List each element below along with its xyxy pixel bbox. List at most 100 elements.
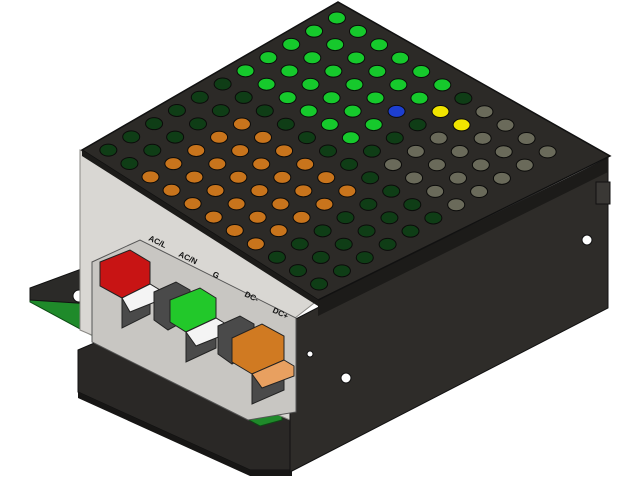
ventilation-hole <box>229 170 248 184</box>
ventilation-hole <box>391 51 410 65</box>
ventilation-hole <box>248 210 267 224</box>
ventilation-hole <box>141 170 160 184</box>
ventilation-hole <box>267 250 286 264</box>
ventilation-hole <box>208 157 227 171</box>
ventilation-hole <box>473 131 492 145</box>
ventilation-hole <box>355 251 374 265</box>
ventilation-holes <box>99 11 557 291</box>
ventilation-hole <box>326 38 345 52</box>
side-panel-shade <box>318 158 608 316</box>
ventilation-hole <box>343 104 362 118</box>
ventilation-hole <box>254 130 272 144</box>
ventilation-hole <box>327 11 346 25</box>
ventilation-hole <box>296 157 315 171</box>
ventilation-hole <box>406 144 425 158</box>
ventilation-hole <box>322 91 341 105</box>
ventilation-hole <box>366 91 385 105</box>
ventilation-hole <box>345 78 364 92</box>
ventilation-hole <box>492 171 511 185</box>
ventilation-hole <box>185 170 204 184</box>
ventilation-hole <box>401 224 420 238</box>
ventilation-hole <box>470 185 489 199</box>
ventilation-hole <box>341 131 360 145</box>
ventilation-hole <box>311 250 330 264</box>
ventilation-hole <box>183 197 202 211</box>
ventilation-hole <box>324 64 343 78</box>
ventilation-hole <box>162 183 181 197</box>
ventilation-hole <box>452 118 471 132</box>
ventilation-hole <box>403 198 422 212</box>
ventilation-hole <box>189 117 207 131</box>
ventilation-hole <box>145 117 164 131</box>
ventilation-hole <box>120 157 139 170</box>
ventilation-hole <box>280 64 299 78</box>
ventilation-hole <box>282 37 301 51</box>
ventilation-hole <box>450 145 469 159</box>
ventilation-hole <box>190 90 209 104</box>
ventilation-hole <box>276 117 295 131</box>
ventilation-hole <box>357 224 376 238</box>
ventilation-hole <box>278 91 297 105</box>
ventilation-hole <box>301 77 320 91</box>
ventilation-hole <box>299 104 318 118</box>
ventilation-hole <box>232 117 251 131</box>
ventilation-hole <box>297 131 316 145</box>
ventilation-hole <box>234 90 253 104</box>
ventilation-hole <box>380 211 399 225</box>
label-g: G <box>211 270 221 281</box>
ventilation-hole <box>225 223 244 237</box>
side-panel-tab <box>595 181 611 205</box>
top-lid-edge <box>82 150 318 306</box>
ventilation-hole <box>166 130 185 144</box>
ventilation-hole <box>347 51 366 65</box>
ventilation-hole <box>517 132 536 145</box>
ventilation-hole <box>454 91 473 105</box>
ventilation-hole <box>305 24 324 38</box>
ventilation-hole <box>206 183 225 197</box>
ventilation-hole <box>334 237 353 251</box>
mounting-hole <box>306 350 314 358</box>
ventilation-hole <box>259 51 278 65</box>
ventilation-hole <box>384 158 402 172</box>
ventilation-hole <box>246 237 265 251</box>
ventilation-hole <box>143 143 162 157</box>
ventilation-hole <box>294 184 313 198</box>
ventilation-hole <box>389 78 408 92</box>
ventilation-hole <box>496 118 515 132</box>
ventilation-hole <box>387 104 406 118</box>
ventilation-hole <box>364 118 383 132</box>
ventilation-hole <box>275 144 294 158</box>
ventilation-hole <box>447 198 466 212</box>
ventilation-hole <box>164 157 183 171</box>
ventilation-hole <box>289 264 307 278</box>
ventilation-hole <box>315 197 334 211</box>
ventilation-hole <box>313 224 332 238</box>
ventilation-hole <box>336 211 355 225</box>
ventilation-hole <box>332 264 351 278</box>
ventilation-hole <box>290 237 309 251</box>
ventilation-hole <box>349 24 367 38</box>
ventilation-hole <box>99 143 118 157</box>
ventilation-hole <box>475 105 494 119</box>
mounting-hole <box>581 234 593 246</box>
ventilation-hole <box>494 145 513 159</box>
ventilation-hole <box>303 51 322 65</box>
ventilation-hole <box>412 65 431 79</box>
ventilation-hole <box>187 143 206 157</box>
ventilation-hole <box>167 103 186 117</box>
ventilation-hole <box>319 144 337 158</box>
ventilation-hole <box>292 210 311 224</box>
ventilation-hole <box>320 117 339 131</box>
ventilation-hole <box>338 184 357 198</box>
ventilation-hole <box>370 38 389 52</box>
ventilation-hole <box>449 171 467 185</box>
ventilation-hole <box>273 170 292 184</box>
ventilation-hole <box>431 105 450 119</box>
ventilation-hole <box>538 145 557 159</box>
ventilation-hole <box>213 77 232 91</box>
ventilation-hole <box>362 144 381 158</box>
ventilation-hole <box>361 171 380 185</box>
ventilation-hole <box>257 77 276 91</box>
ventilation-hole <box>410 91 429 105</box>
ventilation-hole <box>269 224 288 238</box>
